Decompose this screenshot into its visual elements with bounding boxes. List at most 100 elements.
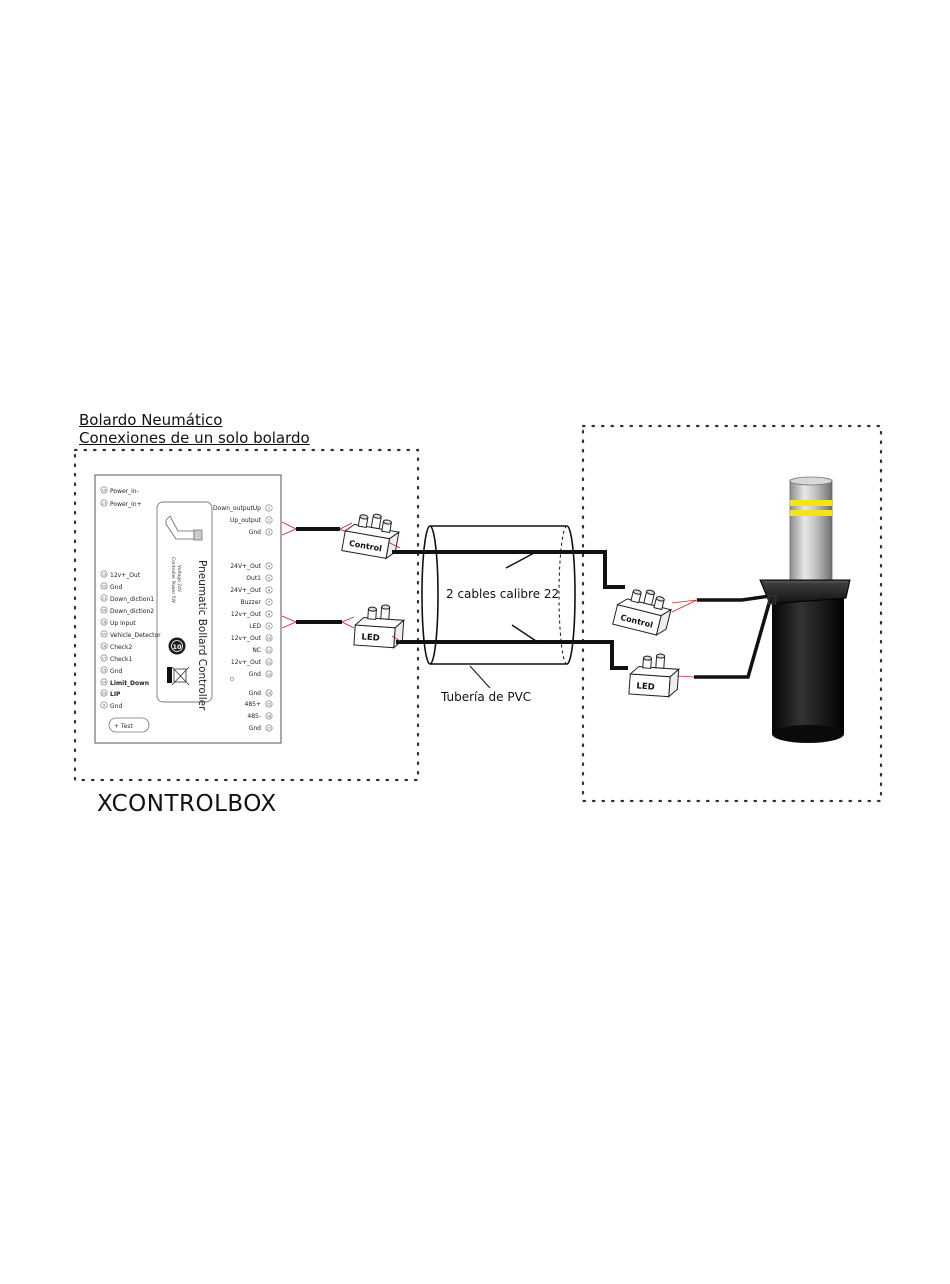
cable-leader-top	[505, 551, 537, 569]
right-terminal-number: 9	[268, 625, 271, 629]
reflective-band-2	[790, 510, 832, 516]
bollard-illustration	[759, 476, 851, 743]
pvc-pipe	[421, 525, 576, 665]
right-terminal-label: Up_output	[230, 517, 262, 524]
right-terminal-label: Buzzer	[241, 599, 262, 606]
right-terminal: Gnd 17	[249, 724, 273, 732]
left-terminal-number: 21	[102, 597, 107, 601]
left-terminal-number: 24	[102, 681, 107, 685]
test-button-label: + Test	[114, 723, 133, 730]
left-terminal-label: Power_in+	[110, 501, 142, 508]
right-terminal: Gnd 13	[249, 670, 273, 678]
reflective-band-1	[790, 500, 832, 506]
connector-control-left: Control	[341, 513, 401, 560]
right-terminal: 24V+_Out 6	[230, 586, 273, 594]
right-terminal-number: 6	[268, 589, 271, 593]
left-terminal-number: 16	[102, 645, 107, 649]
left-terminal-number: 18	[102, 621, 107, 625]
right-terminal: Up_output 2	[230, 516, 273, 524]
right-terminal-number: 12	[267, 661, 272, 665]
right-terminal-number: 4	[268, 565, 271, 569]
diagram-subtitle: Conexiones de un solo bolardo	[79, 429, 310, 447]
controller-wires	[281, 521, 355, 629]
right-terminal: Out1 5	[246, 574, 273, 582]
right-terminal-number: 5	[268, 577, 270, 581]
left-terminal-number: 13	[102, 573, 107, 577]
valve-icon	[165, 515, 203, 541]
svg-text:LED: LED	[636, 681, 655, 692]
left-terminal-label: Gnd	[110, 668, 122, 675]
controlbox-enclosure	[73, 448, 420, 782]
left-terminal-number: 17	[102, 657, 107, 661]
right-terminal-label: 12v+_Out	[231, 659, 262, 666]
connector-led-right: LED	[628, 653, 680, 698]
left-terminal-label: Check2	[110, 644, 132, 651]
controller-name: Pneumatic Bollard Controller	[196, 560, 208, 711]
left-terminal-number: 19	[102, 489, 107, 493]
right-terminal-label: Gnd	[249, 671, 261, 678]
right-terminal-label: Gnd	[249, 725, 261, 732]
right-terminal-label: 24V+_Out	[230, 587, 261, 594]
right-terminal-label: LED	[249, 623, 261, 630]
left-terminal-number: 24	[102, 609, 107, 613]
test-button[interactable]	[108, 717, 150, 733]
right-terminal-number: 13	[267, 673, 272, 677]
right-terminal-number: 3	[268, 531, 270, 535]
cable-leader-bottom	[511, 624, 537, 642]
left-terminal-label: Down_diction2	[110, 608, 154, 615]
right-terminal-number: 2	[268, 519, 270, 523]
left-terminal-number: 23	[102, 692, 107, 696]
right-terminal-number: 1	[268, 507, 270, 511]
bollard-wires	[671, 594, 772, 679]
right-terminal-number: 15	[267, 703, 272, 707]
connector-led-left: LED	[353, 604, 405, 649]
left-terminal-label: LIP	[110, 691, 121, 698]
right-terminal-label: 485+	[245, 701, 261, 708]
right-terminal-label: Gnd	[249, 690, 261, 697]
right-terminal-label: Gnd	[249, 529, 261, 536]
pipe-label: Tubería de PVC	[440, 690, 531, 704]
left-terminal-label: Gnd	[110, 584, 122, 591]
left-terminal-label: Power_in-	[110, 488, 139, 495]
diagram-title: Bolardo Neumático	[79, 411, 223, 429]
right-terminal: Buzzer 7	[241, 598, 273, 606]
right-terminal: 485-16	[247, 712, 273, 720]
right-terminal: 485+ 15	[245, 700, 273, 708]
left-terminal-label: Check1	[110, 656, 132, 663]
svg-text:LED: LED	[361, 632, 380, 643]
controller-board: Pneumatic Bollard Controller Voltage 24V…	[94, 474, 282, 744]
right-terminal-number: 8	[268, 613, 271, 617]
left-terminal-number: 22	[102, 585, 107, 589]
right-terminal-number: 17	[267, 727, 272, 731]
controller-spec-1: Voltage 24V	[176, 565, 182, 593]
right-terminal-number: 16	[267, 715, 272, 719]
left-terminal-label: Limit_Down	[110, 680, 149, 687]
right-terminal-label: Out1	[246, 575, 261, 582]
controller-inner-panel	[156, 501, 213, 703]
right-terminal: Gnd 3	[249, 528, 273, 536]
left-terminal-label: Up input	[110, 620, 136, 627]
bollard-enclosure	[581, 424, 883, 803]
right-terminal: 24V+_Out 4	[230, 562, 273, 570]
left-terminal-number: 15	[102, 669, 107, 673]
right-terminal-label: 12v+_Out	[231, 635, 262, 642]
right-terminal-number: 7	[268, 601, 270, 605]
right-terminal-label: 24V+_Out	[230, 563, 261, 570]
controller-spec-2: Controller Power 5W	[170, 557, 176, 603]
right-terminal-number: 10	[267, 637, 272, 641]
right-terminal-label: NC	[252, 647, 261, 654]
left-terminal-label: Down_diction1	[110, 596, 154, 603]
left-terminal-number: 25	[102, 633, 107, 637]
